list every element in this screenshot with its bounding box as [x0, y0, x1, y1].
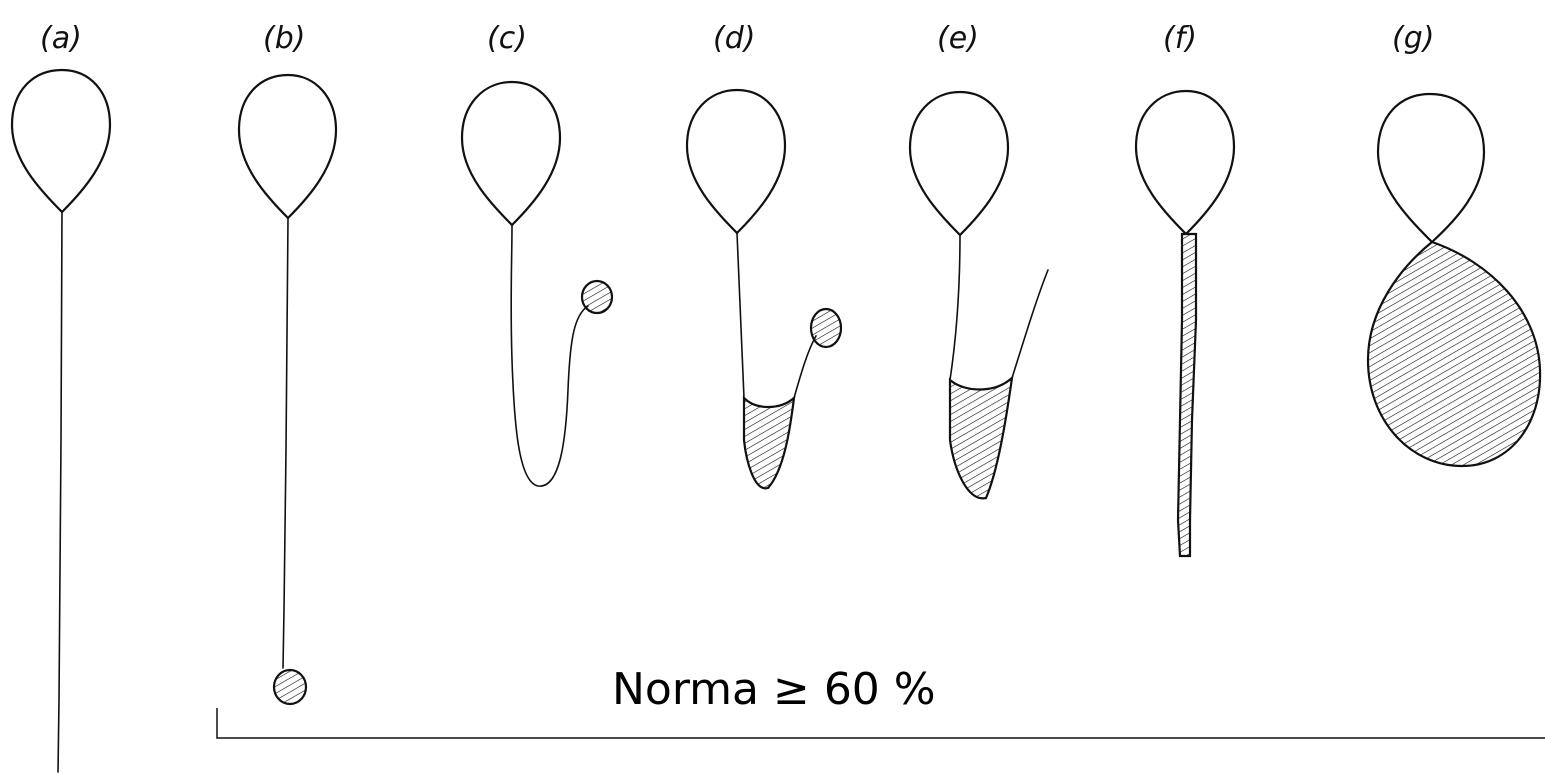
sperm-b-tail	[283, 218, 288, 668]
sperm-e-cytoplasm	[950, 378, 1012, 498]
sperm-c-tail	[511, 225, 588, 486]
panel-label-c: (c)	[487, 21, 527, 56]
sperm-d-cytoplasm	[744, 398, 794, 488]
sperm-g-head	[1378, 94, 1484, 242]
panel-label-b: (b)	[263, 21, 305, 56]
panel-label-f: (f)	[1163, 21, 1197, 56]
sperm-f	[1136, 91, 1234, 556]
sperm-a	[12, 70, 110, 772]
sperm-c-droplet	[582, 281, 612, 313]
sperm-c	[462, 82, 612, 486]
sperm-f-tail	[1178, 234, 1196, 556]
panel-label-d: (d)	[713, 21, 755, 56]
sperm-a-head	[12, 70, 110, 212]
sperm-g	[1368, 94, 1540, 466]
sperm-f-head	[1136, 91, 1234, 234]
sperm-b	[239, 75, 336, 704]
sperm-a-tail	[58, 212, 62, 772]
sperm-b-droplet	[274, 670, 306, 704]
panel-label-e: (e)	[937, 21, 979, 56]
sperm-d-head	[687, 90, 785, 233]
sperm-g-cytoplasm	[1368, 242, 1540, 466]
sperm-b-head	[239, 75, 336, 218]
panel-label-g: (g)	[1392, 21, 1434, 56]
sperm-d-droplet	[811, 309, 841, 347]
normal-threshold-caption: Norma ≥ 60 %	[612, 664, 936, 715]
sperm-d	[687, 90, 841, 488]
sperm-e-tail	[950, 235, 1048, 390]
sperm-c-head	[462, 82, 560, 225]
sperm-d-tail	[737, 233, 816, 407]
sperm-e	[910, 92, 1048, 498]
sperm-e-head	[910, 92, 1008, 235]
panel-label-a: (a)	[40, 21, 82, 56]
